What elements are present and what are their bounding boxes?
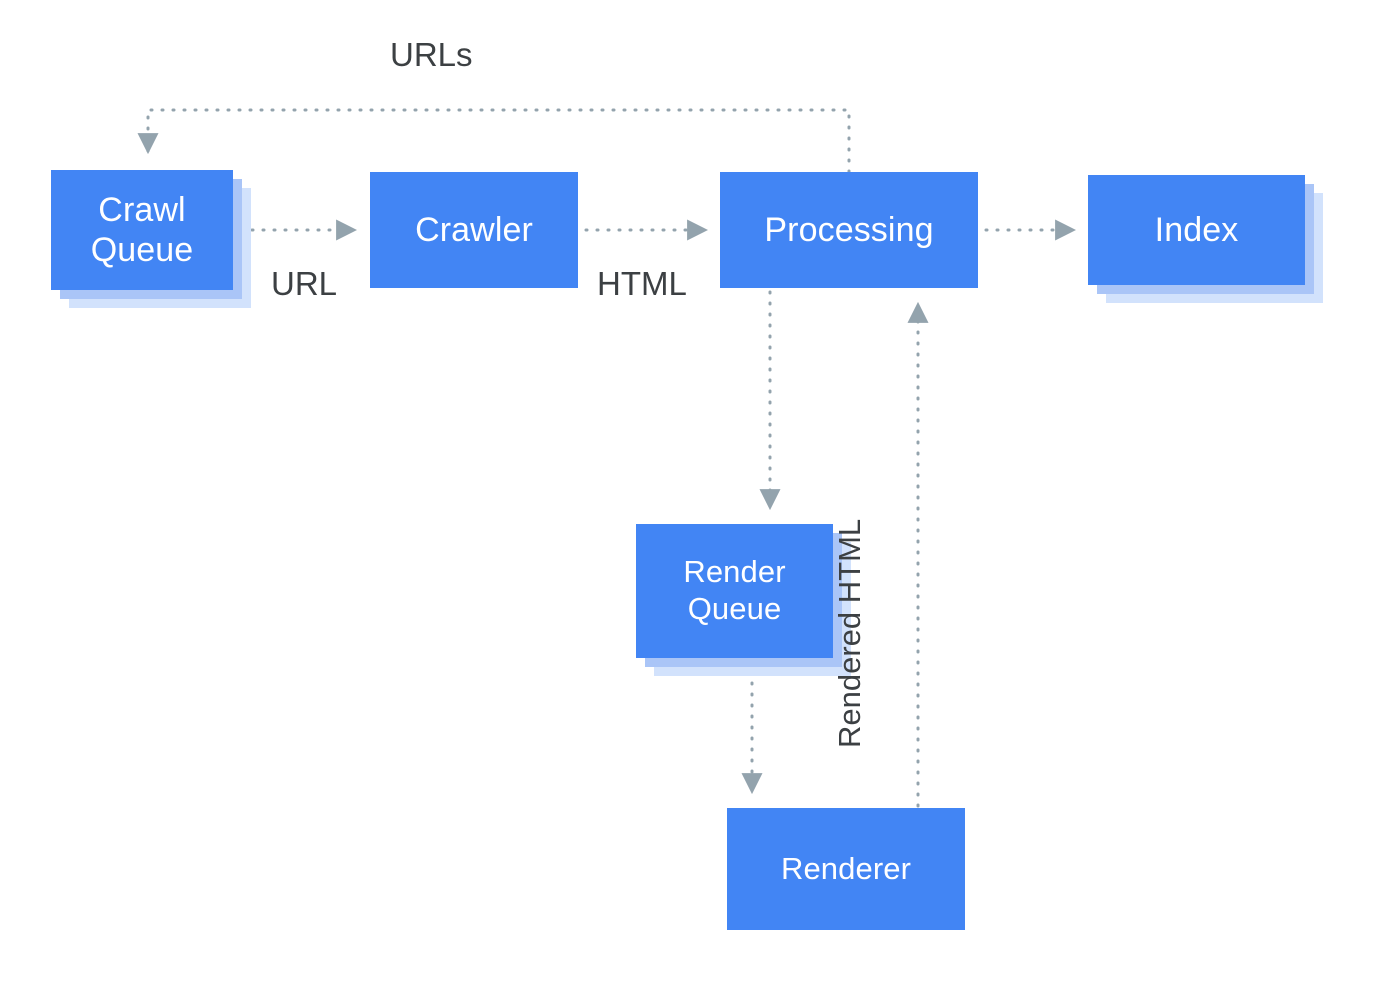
- node-crawl-queue[interactable]: Crawl Queue: [51, 170, 233, 290]
- edge-label-html: HTML: [597, 265, 687, 302]
- node-crawl-queue-label: Crawl Queue: [90, 190, 194, 269]
- node-renderer-label: Renderer: [780, 850, 912, 886]
- node-processing[interactable]: Processing: [720, 172, 978, 288]
- node-processing-label: Processing: [764, 210, 934, 249]
- edge-label-urls: URLs: [390, 36, 473, 73]
- node-renderer[interactable]: Renderer: [727, 808, 965, 930]
- node-crawler-label: Crawler: [415, 210, 533, 249]
- node-index[interactable]: Index: [1088, 175, 1305, 285]
- node-index-label: Index: [1154, 210, 1239, 249]
- node-render-queue[interactable]: Render Queue: [636, 524, 833, 658]
- edge-label-url: URL: [271, 265, 338, 302]
- node-crawler[interactable]: Crawler: [370, 172, 578, 288]
- node-render-queue-label: Render Queue: [683, 554, 786, 626]
- edge-label-rendered-html: Rendered HTML: [832, 518, 867, 748]
- edge-urls-feedback: [137, 108, 851, 174]
